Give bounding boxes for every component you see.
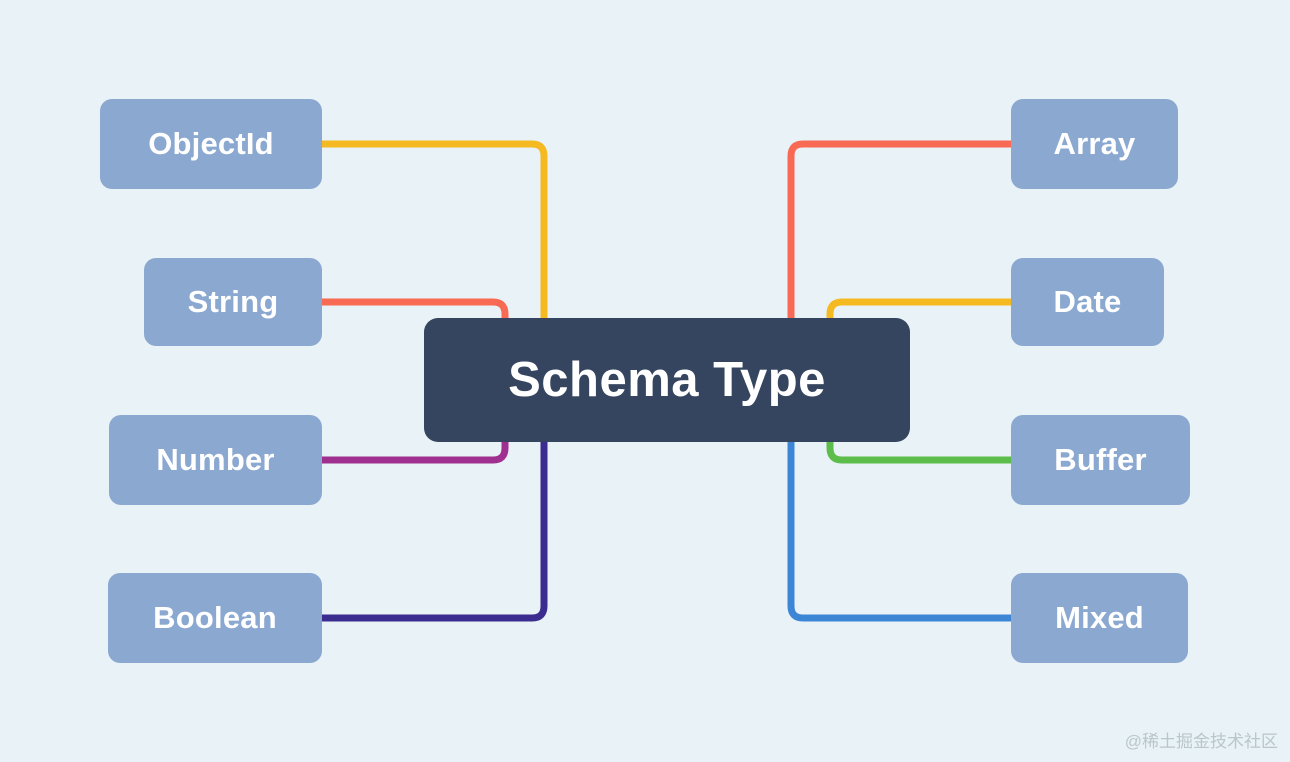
node-objectid[interactable]: ObjectId xyxy=(100,99,322,189)
connector-date xyxy=(826,298,1015,340)
connector-boolean xyxy=(318,428,548,622)
connector-number xyxy=(318,424,509,464)
node-objectid-label: ObjectId xyxy=(148,126,274,161)
node-boolean[interactable]: Boolean xyxy=(108,573,322,663)
connector-array xyxy=(787,140,1015,334)
connector-string xyxy=(318,298,509,340)
node-string-label: String xyxy=(187,284,279,319)
node-array-label: Array xyxy=(1053,126,1136,161)
node-number-label: Number xyxy=(156,442,275,477)
connector-mixed xyxy=(787,428,1015,622)
node-number[interactable]: Number xyxy=(109,415,322,505)
node-mixed[interactable]: Mixed xyxy=(1011,573,1188,663)
node-buffer-label: Buffer xyxy=(1054,442,1147,477)
node-boolean-label: Boolean xyxy=(153,600,277,635)
node-date[interactable]: Date xyxy=(1011,258,1164,346)
center-node-schema-type[interactable]: Schema Type xyxy=(424,318,910,442)
watermark: @稀土掘金技术社区 xyxy=(1124,732,1278,751)
node-mixed-label: Mixed xyxy=(1055,600,1144,635)
connector-buffer xyxy=(826,424,1015,464)
node-string[interactable]: String xyxy=(144,258,322,346)
node-array[interactable]: Array xyxy=(1011,99,1178,189)
center-node-label: Schema Type xyxy=(508,353,826,407)
node-buffer[interactable]: Buffer xyxy=(1011,415,1190,505)
connector-objectid xyxy=(318,140,548,334)
node-date-label: Date xyxy=(1053,284,1122,319)
